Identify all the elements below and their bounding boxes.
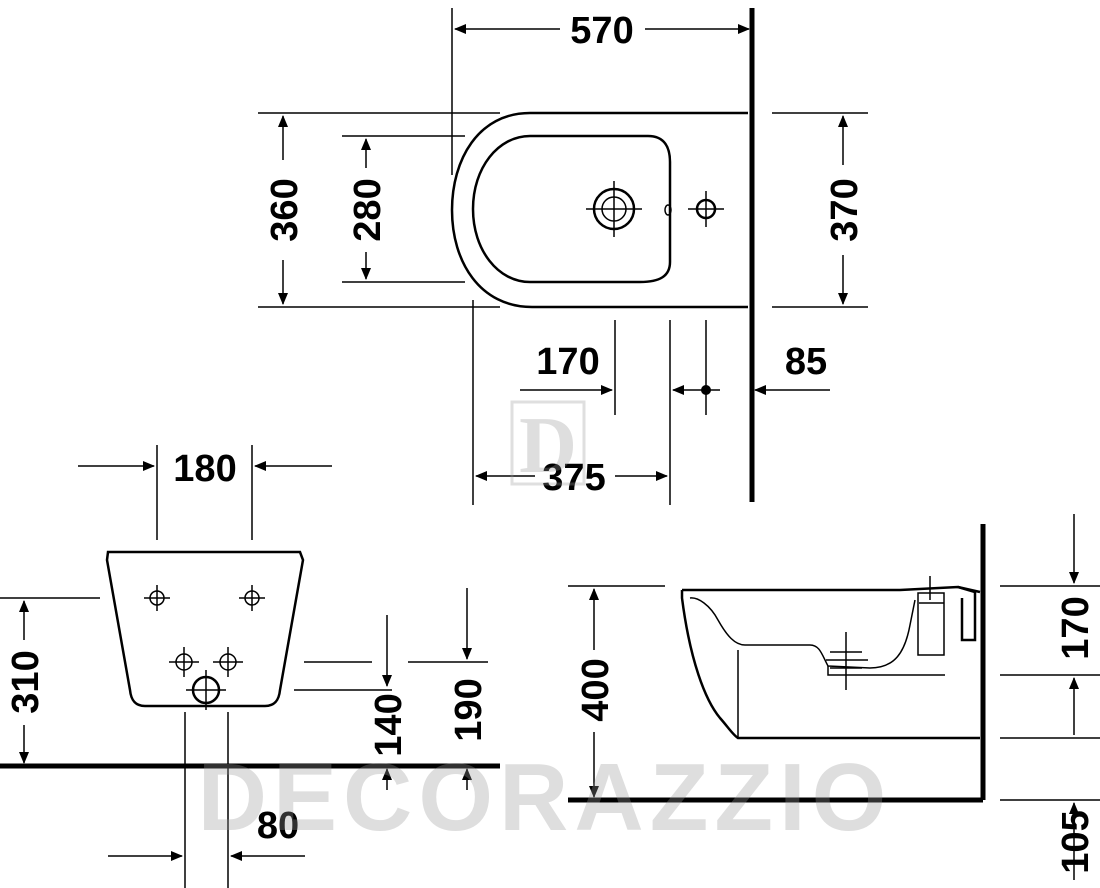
dim-375: 375	[542, 457, 605, 499]
dim-400: 400	[575, 658, 617, 721]
dim-370: 370	[824, 178, 866, 241]
dim-140: 140	[368, 693, 410, 756]
dim-180: 180	[173, 448, 236, 490]
watermark-brand: DECORAZZIO	[198, 744, 893, 851]
tap-centre-point	[701, 385, 711, 395]
watermark: D DECORAZZIO	[198, 400, 893, 851]
supply-hole-right	[213, 647, 243, 677]
drain-hole-rear	[186, 670, 226, 710]
rear-outline	[105, 550, 305, 708]
dim-80: 80	[257, 805, 299, 847]
dim-105: 105	[1055, 810, 1097, 873]
dim-170-top: 170	[536, 341, 599, 383]
rear-view: 180 310 140 190 80	[0, 445, 500, 888]
supply-hole-left	[169, 647, 199, 677]
fixing-hole-right	[239, 585, 265, 611]
dim-190: 190	[448, 678, 490, 741]
watermark-logo-box	[510, 400, 586, 486]
fixing-hole-left	[144, 585, 170, 611]
top-view: 570 360 280 370 170 85 375	[258, 8, 868, 505]
dim-85: 85	[785, 341, 827, 383]
side-view: 400 170 105	[568, 514, 1100, 880]
fixing-sleeve	[917, 592, 945, 656]
dim-310: 310	[5, 650, 47, 713]
supply-connector-side	[826, 632, 868, 690]
mounting-block	[957, 585, 977, 642]
bowl-inner-outline	[471, 134, 672, 284]
watermark-logo: D	[519, 402, 577, 490]
dim-280: 280	[347, 178, 389, 241]
dim-570: 570	[570, 10, 633, 52]
dim-360: 360	[264, 178, 306, 241]
side-outline	[680, 590, 980, 740]
dim-170-side: 170	[1055, 596, 1097, 659]
side-inner-bowl	[689, 597, 916, 669]
bowl-outer-outline	[450, 111, 748, 309]
overflow-opening	[664, 204, 672, 216]
